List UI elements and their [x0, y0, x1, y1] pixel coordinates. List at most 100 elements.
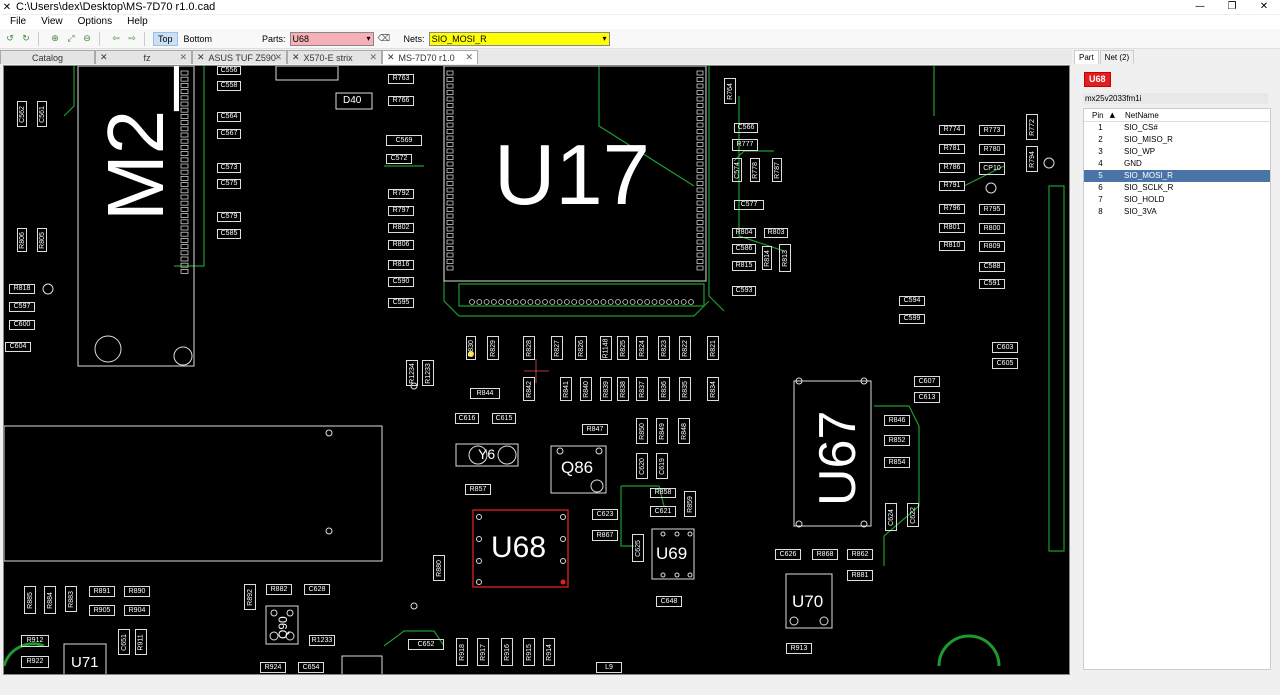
- component-r868[interactable]: R868: [812, 549, 838, 560]
- component-r791[interactable]: R791: [939, 181, 965, 191]
- component-c604[interactable]: C604: [5, 342, 31, 352]
- close-icon[interactable]: ✕: [369, 52, 377, 63]
- component-r800[interactable]: R800: [979, 223, 1005, 234]
- component-r780[interactable]: R780: [979, 144, 1005, 155]
- u71-label[interactable]: U71: [71, 654, 99, 671]
- component-r917[interactable]: R917: [477, 638, 489, 666]
- component-r823[interactable]: R823: [658, 336, 670, 360]
- tab-asus[interactable]: ✕ASUS TUF Z590✕: [192, 50, 287, 64]
- fit-icon[interactable]: ⤢: [67, 33, 75, 44]
- maximize-button[interactable]: ❐: [1227, 1, 1237, 12]
- component-r772[interactable]: R772: [1026, 114, 1038, 140]
- component-r1148[interactable]: R1148: [600, 336, 612, 360]
- forward-icon[interactable]: ⇨: [128, 33, 136, 44]
- tab-part[interactable]: Part: [1074, 50, 1099, 64]
- menu-view[interactable]: View: [41, 16, 63, 27]
- component-c616[interactable]: C616: [455, 413, 479, 424]
- component-r787[interactable]: R787: [772, 158, 782, 182]
- u68-label[interactable]: U68: [491, 531, 547, 564]
- component-r858[interactable]: R858: [650, 488, 676, 498]
- menu-file[interactable]: File: [10, 16, 27, 27]
- component-c574[interactable]: C574: [732, 158, 742, 182]
- component-r829[interactable]: R829: [487, 336, 499, 360]
- component-c603[interactable]: C603: [992, 342, 1018, 353]
- component-c600[interactable]: C600: [9, 320, 35, 330]
- component-r924[interactable]: R924: [260, 662, 286, 673]
- component-r915[interactable]: R915: [523, 638, 535, 666]
- component-r826[interactable]: R826: [575, 336, 587, 360]
- component-c591[interactable]: C591: [979, 279, 1005, 289]
- component-c615[interactable]: C615: [492, 413, 516, 424]
- u70-label[interactable]: U70: [792, 592, 824, 611]
- component-c625[interactable]: C625: [632, 534, 644, 562]
- tab-ms7d70[interactable]: ✕MS-7D70 r1.0✕: [382, 50, 478, 64]
- component-r841[interactable]: R841: [560, 377, 572, 401]
- component-r827[interactable]: R827: [551, 336, 563, 360]
- u69-label[interactable]: U69: [656, 544, 688, 563]
- component-c562[interactable]: C562: [17, 101, 27, 127]
- component-r806[interactable]: R806: [17, 228, 27, 252]
- parts-combo[interactable]: U68▾: [289, 31, 374, 46]
- component-r1233[interactable]: R1233: [422, 360, 434, 386]
- tab-x570[interactable]: ✕X570-E strix✕: [287, 50, 382, 64]
- component-c590[interactable]: C590: [388, 277, 414, 287]
- component-r786[interactable]: R786: [939, 163, 965, 173]
- component-r1233[interactable]: R1233: [309, 635, 335, 646]
- component-r842[interactable]: R842: [523, 377, 535, 401]
- component-r792[interactable]: R792: [388, 189, 414, 199]
- nets-combo[interactable]: SIO_MOSI_R▾: [428, 31, 610, 46]
- q90-label[interactable]: Q90: [276, 616, 290, 639]
- component-c599[interactable]: C599: [899, 314, 925, 324]
- component-c573[interactable]: C573: [217, 163, 241, 173]
- component-c558[interactable]: C558: [217, 81, 241, 91]
- component-c566[interactable]: C566: [734, 123, 758, 133]
- component-r905[interactable]: R905: [89, 605, 115, 616]
- component-r828[interactable]: R828: [523, 336, 535, 360]
- top-side-button[interactable]: Top: [153, 31, 178, 46]
- component-c593[interactable]: C593: [732, 286, 756, 296]
- component-c561[interactable]: C561: [37, 101, 47, 127]
- component-r891[interactable]: R891: [89, 586, 115, 597]
- component-r848[interactable]: R848: [678, 418, 690, 444]
- component-l9[interactable]: L9: [596, 662, 622, 673]
- component-r797[interactable]: R797: [388, 206, 414, 216]
- component-c613[interactable]: C613: [914, 392, 940, 403]
- component-c619[interactable]: C619: [656, 453, 668, 479]
- y6-label[interactable]: Y6: [478, 446, 496, 462]
- component-c652[interactable]: C652: [408, 639, 444, 650]
- component-r912[interactable]: R912: [21, 635, 49, 647]
- component-r837[interactable]: R837: [636, 377, 648, 401]
- component-c605[interactable]: C605: [992, 358, 1018, 369]
- component-r850[interactable]: R850: [636, 418, 648, 444]
- component-r806[interactable]: R806: [388, 240, 414, 250]
- component-r881[interactable]: R881: [847, 570, 873, 581]
- component-r796[interactable]: R796: [939, 204, 965, 214]
- component-r766[interactable]: R766: [388, 96, 414, 106]
- component-c620[interactable]: C620: [636, 453, 648, 479]
- component-r911[interactable]: R911: [135, 629, 147, 655]
- component-c621[interactable]: C621: [650, 506, 676, 517]
- component-c624[interactable]: C624: [885, 503, 897, 531]
- component-r794[interactable]: R794: [1026, 146, 1038, 172]
- zoom-out-icon[interactable]: ⊖: [83, 33, 91, 44]
- component-r764[interactable]: R764: [724, 78, 736, 104]
- bottom-side-button[interactable]: Bottom: [183, 33, 213, 44]
- component-r802[interactable]: R802: [388, 223, 414, 233]
- component-c622[interactable]: C622: [907, 503, 919, 527]
- component-c569[interactable]: C569: [386, 135, 422, 146]
- component-c654[interactable]: C654: [298, 662, 324, 673]
- component-r774[interactable]: R774: [939, 125, 965, 135]
- component-r805[interactable]: R805: [37, 228, 47, 252]
- component-r763[interactable]: R763: [388, 74, 414, 84]
- component-r885[interactable]: R885: [24, 586, 36, 614]
- component-r818[interactable]: R818: [9, 284, 35, 294]
- component-cp10[interactable]: CP10: [979, 162, 1005, 175]
- component-r882[interactable]: R882: [266, 584, 292, 595]
- component-r852[interactable]: R852: [884, 435, 910, 446]
